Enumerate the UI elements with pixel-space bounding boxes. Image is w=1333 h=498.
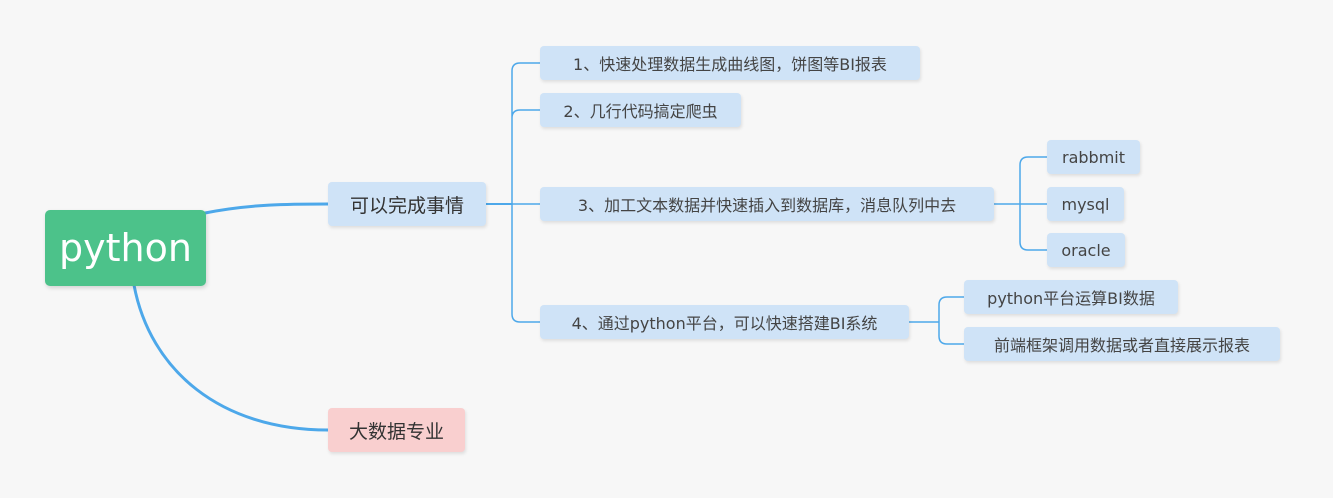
leaf-label: python平台运算BI数据 [987,289,1155,308]
subtopic-text-to-database[interactable]: 3、加工文本数据并快速插入到数据库，消息队列中去 [540,187,994,221]
leaf-rabbmit[interactable]: rabbmit [1047,140,1140,174]
leaf-frontend-display[interactable]: 前端框架调用数据或者直接展示报表 [964,327,1280,361]
topic-label: 可以完成事情 [349,194,464,217]
subtopic-label: 2、几行代码搞定爬虫 [563,102,718,121]
connector-item3-children [993,156,1048,251]
connector-root-to-things [203,202,330,215]
subtopic-label: 1、快速处理数据生成曲线图，饼图等BI报表 [573,55,887,74]
subtopic-label: 3、加工文本数据并快速插入到数据库，消息队列中去 [577,196,957,215]
leaf-label: 前端框架调用数据或者直接展示报表 [993,336,1250,355]
leaf-label: oracle [1061,240,1111,260]
leaf-mysql[interactable]: mysql [1047,187,1124,221]
root-node-label: python [59,226,192,270]
connector-root-to-bigdata [132,283,330,432]
topic-big-data-major[interactable]: 大数据专业 [328,408,465,452]
leaf-label: rabbmit [1062,147,1125,167]
topic-label: 大数据专业 [348,420,444,443]
root-node-python[interactable]: python [45,210,206,286]
leaf-oracle[interactable]: oracle [1047,233,1125,267]
topic-things-python-can-do[interactable]: 可以完成事情 [328,182,486,226]
leaf-python-bi-compute[interactable]: python平台运算BI数据 [964,280,1178,314]
subtopic-bi-system[interactable]: 4、通过python平台，可以快速搭建BI系统 [540,305,909,339]
leaf-label: mysql [1061,194,1110,214]
connector-things-children [511,62,541,323]
connector-item4-children [908,296,965,345]
subtopic-crawler[interactable]: 2、几行代码搞定爬虫 [540,93,741,127]
subtopic-bi-report[interactable]: 1、快速处理数据生成曲线图，饼图等BI报表 [540,46,920,80]
subtopic-label: 4、通过python平台，可以快速搭建BI系统 [571,314,878,333]
